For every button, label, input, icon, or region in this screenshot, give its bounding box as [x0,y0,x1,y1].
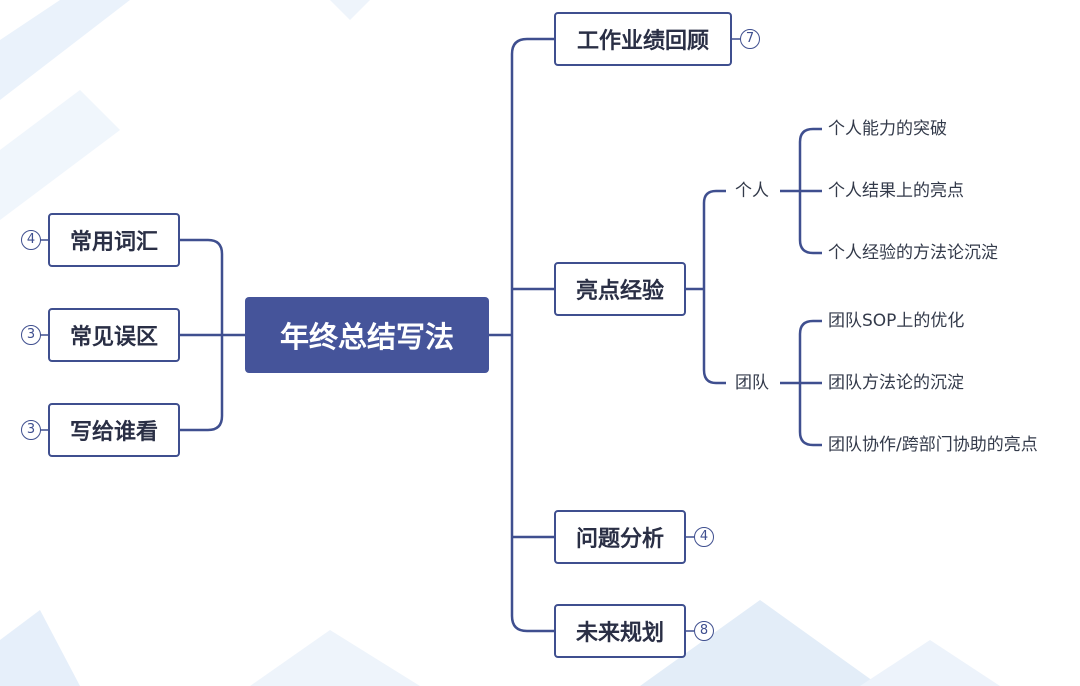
branch-audience[interactable]: 写给谁看 [48,403,180,457]
count-badge: 4 [694,527,714,547]
leaf-personal-ability[interactable]: 个人能力的突破 [828,119,947,139]
branch-label: 工作业绩回顾 [576,29,709,54]
leaf-team-methodology[interactable]: 团队方法论的沉淀 [828,373,964,393]
leaf-team-collaboration[interactable]: 团队协作/跨部门协助的亮点 [828,435,1038,455]
count-badge: 3 [21,325,41,345]
connector-team [780,319,822,447]
branch-work-review[interactable]: 工作业绩回顾 [554,12,732,66]
connector-badges [40,38,740,632]
connector-trunk-left [180,238,224,432]
connector-highlights [684,189,726,385]
connector-personal [780,127,822,255]
branch-problem-analysis[interactable]: 问题分析 [554,510,686,564]
count-badge: 3 [21,420,41,440]
leaf-team-sop[interactable]: 团队SOP上的优化 [828,311,965,331]
branch-label: 问题分析 [575,527,664,552]
leaf-personal-methodology[interactable]: 个人经验的方法论沉淀 [828,243,998,263]
leaf-personal-results[interactable]: 个人结果上的亮点 [828,181,964,201]
branch-common-mistakes[interactable]: 常见误区 [48,308,180,362]
branch-highlights[interactable]: 亮点经验 [554,262,686,316]
count-badge: 8 [694,621,714,641]
branch-label: 亮点经验 [575,279,664,304]
subnode-personal[interactable]: 个人 [735,181,769,201]
branch-common-vocabulary[interactable]: 常用词汇 [48,213,180,267]
branch-label: 未来规划 [575,621,664,646]
root-node[interactable]: 年终总结写法 [245,297,489,373]
branch-label: 写给谁看 [69,420,158,445]
root-label: 年终总结写法 [279,320,454,354]
subnode-team[interactable]: 团队 [735,373,769,393]
branch-future-plan[interactable]: 未来规划 [554,604,686,658]
count-badge: 4 [21,230,41,250]
count-badge: 7 [740,29,760,49]
branch-label: 常见误区 [69,325,158,350]
branch-label: 常用词汇 [69,230,158,255]
connector-trunk-right [510,37,556,633]
